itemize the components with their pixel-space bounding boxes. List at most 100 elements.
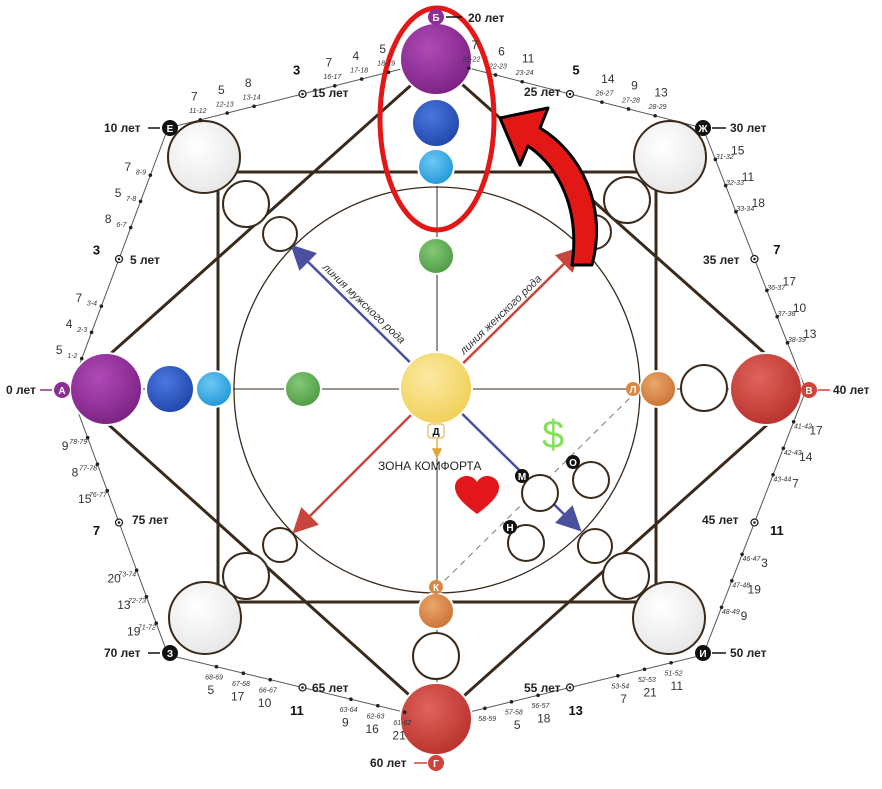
edge-dot [467,66,471,70]
edge-number: 17 [783,275,797,289]
edge-range-label: 63-64 [340,707,358,714]
edge-bold-number: 11 [290,703,304,718]
letter-badge-b: Б [428,9,444,25]
letter-badge-e: Е [162,120,178,136]
edge-range-label: 76-77 [89,492,108,499]
edge-range-label: 1-2 [67,353,77,360]
edge-dot [85,435,90,440]
age-label-30: 30 лет [730,121,767,135]
edge-dot [483,706,487,711]
edge-range-label: 58-59 [478,716,496,723]
svg-text:О: О [569,458,577,469]
edge-number: 11 [522,52,535,66]
svg-text:В: В [805,386,812,397]
edge-dot [148,173,153,177]
white-circle-tl-1 [222,180,270,228]
edge-number: 21 [643,686,657,700]
point-b-blue [411,98,461,148]
edge-number: 11 [671,679,684,693]
edge-number: 8 [72,466,79,480]
age-label-40: 40 лет [833,383,870,397]
edge-bold-number: 3 [93,243,100,258]
svg-text:Г: Г [433,759,439,770]
point-v-red [729,352,803,426]
edge-number: 13 [803,327,817,341]
center-point-yellow [399,351,473,425]
edge-range-label: 61-62 [393,720,411,727]
edge-dot [719,605,724,610]
point-b-purple [399,22,473,96]
edge-dot [214,664,219,669]
age-label-35: 35 лет [703,253,740,267]
edge-dot [616,674,620,678]
white-circle-o [572,461,610,499]
male-line-label: линия мужского рода [319,261,407,347]
edge-bold-number: 11 [770,523,784,538]
point-k-orange [417,592,455,630]
edge-mid-dot [301,686,304,689]
edge-range-label: 46-47 [743,556,762,563]
edge-dot [785,341,790,345]
edge-dot [730,579,734,583]
letter-badge-n: Н [503,520,517,534]
edge-dot [781,446,786,451]
edge-range-label: 32-33 [726,180,744,187]
edge-number: 7 [326,56,333,70]
edge-dot [723,183,728,188]
edge-dot [771,473,775,477]
edge-number: 7 [76,291,83,305]
edge-range-label: 11-12 [189,108,206,115]
age-label-20: 20 лет [468,11,505,25]
edge-range-label: 51-52 [665,671,683,678]
edge-dot [99,304,104,308]
svg-text:Ж: Ж [697,124,708,135]
edge-range-label: 28-29 [648,104,667,111]
white-circle-n [507,524,545,562]
edge-dot [713,157,718,162]
edge-mid-dot [568,92,572,96]
edge-bold-number: 7 [773,242,780,257]
edge-number: 5 [218,83,225,97]
edge-number: 21 [392,729,406,743]
edge-dot [349,697,353,701]
edge-dot [386,70,391,75]
edge-range-label: 18-19 [377,61,395,68]
age-label-0: 0 лет [6,383,36,397]
edge-dot [359,77,364,81]
edge-range-label: 52-53 [638,677,656,684]
edge-number: 18 [537,712,551,726]
female-line-label: линия женского рода [457,273,544,358]
edge-range-label: 17-18 [350,67,368,74]
letter-badge-i: И [695,645,711,661]
white-circle-tr-1 [603,176,651,224]
edge-dot [653,113,657,118]
edge-range-label: 26-27 [594,90,614,97]
edge-dot [734,210,738,214]
age-label-5: 5 лет [130,253,160,267]
point-a-blue [145,364,195,414]
letter-badge-k: К [429,580,443,594]
age-label-25: 25 лет [524,85,561,99]
edge-range-label: 31-32 [716,154,734,161]
edge-mid-dot [117,521,121,524]
edge-range-label: 7-8 [126,196,136,203]
edge-range-label: 68-69 [205,674,223,681]
edge-range-label: 73-74 [118,572,136,579]
svg-text:Е: Е [167,124,174,135]
edge-bold-number: 5 [572,63,579,78]
edge-range-label: 57-58 [505,710,523,717]
edge-dot [600,100,604,104]
edge-range-label: 53-54 [611,684,629,691]
point-a-lightblue [195,370,233,408]
age-label-65: 65 лет [312,681,349,695]
edge-number: 7 [620,692,627,706]
edge-number: 3 [761,556,768,570]
edge-range-label: 12-13 [216,101,234,108]
letter-badge-d: Д [427,423,445,439]
svg-text:Н: Н [506,523,513,534]
edge-number: 8 [245,76,252,90]
white-circle-br-1 [602,552,650,600]
age-label-45: 45 лет [702,513,739,527]
svg-text:Л: Л [629,385,636,396]
